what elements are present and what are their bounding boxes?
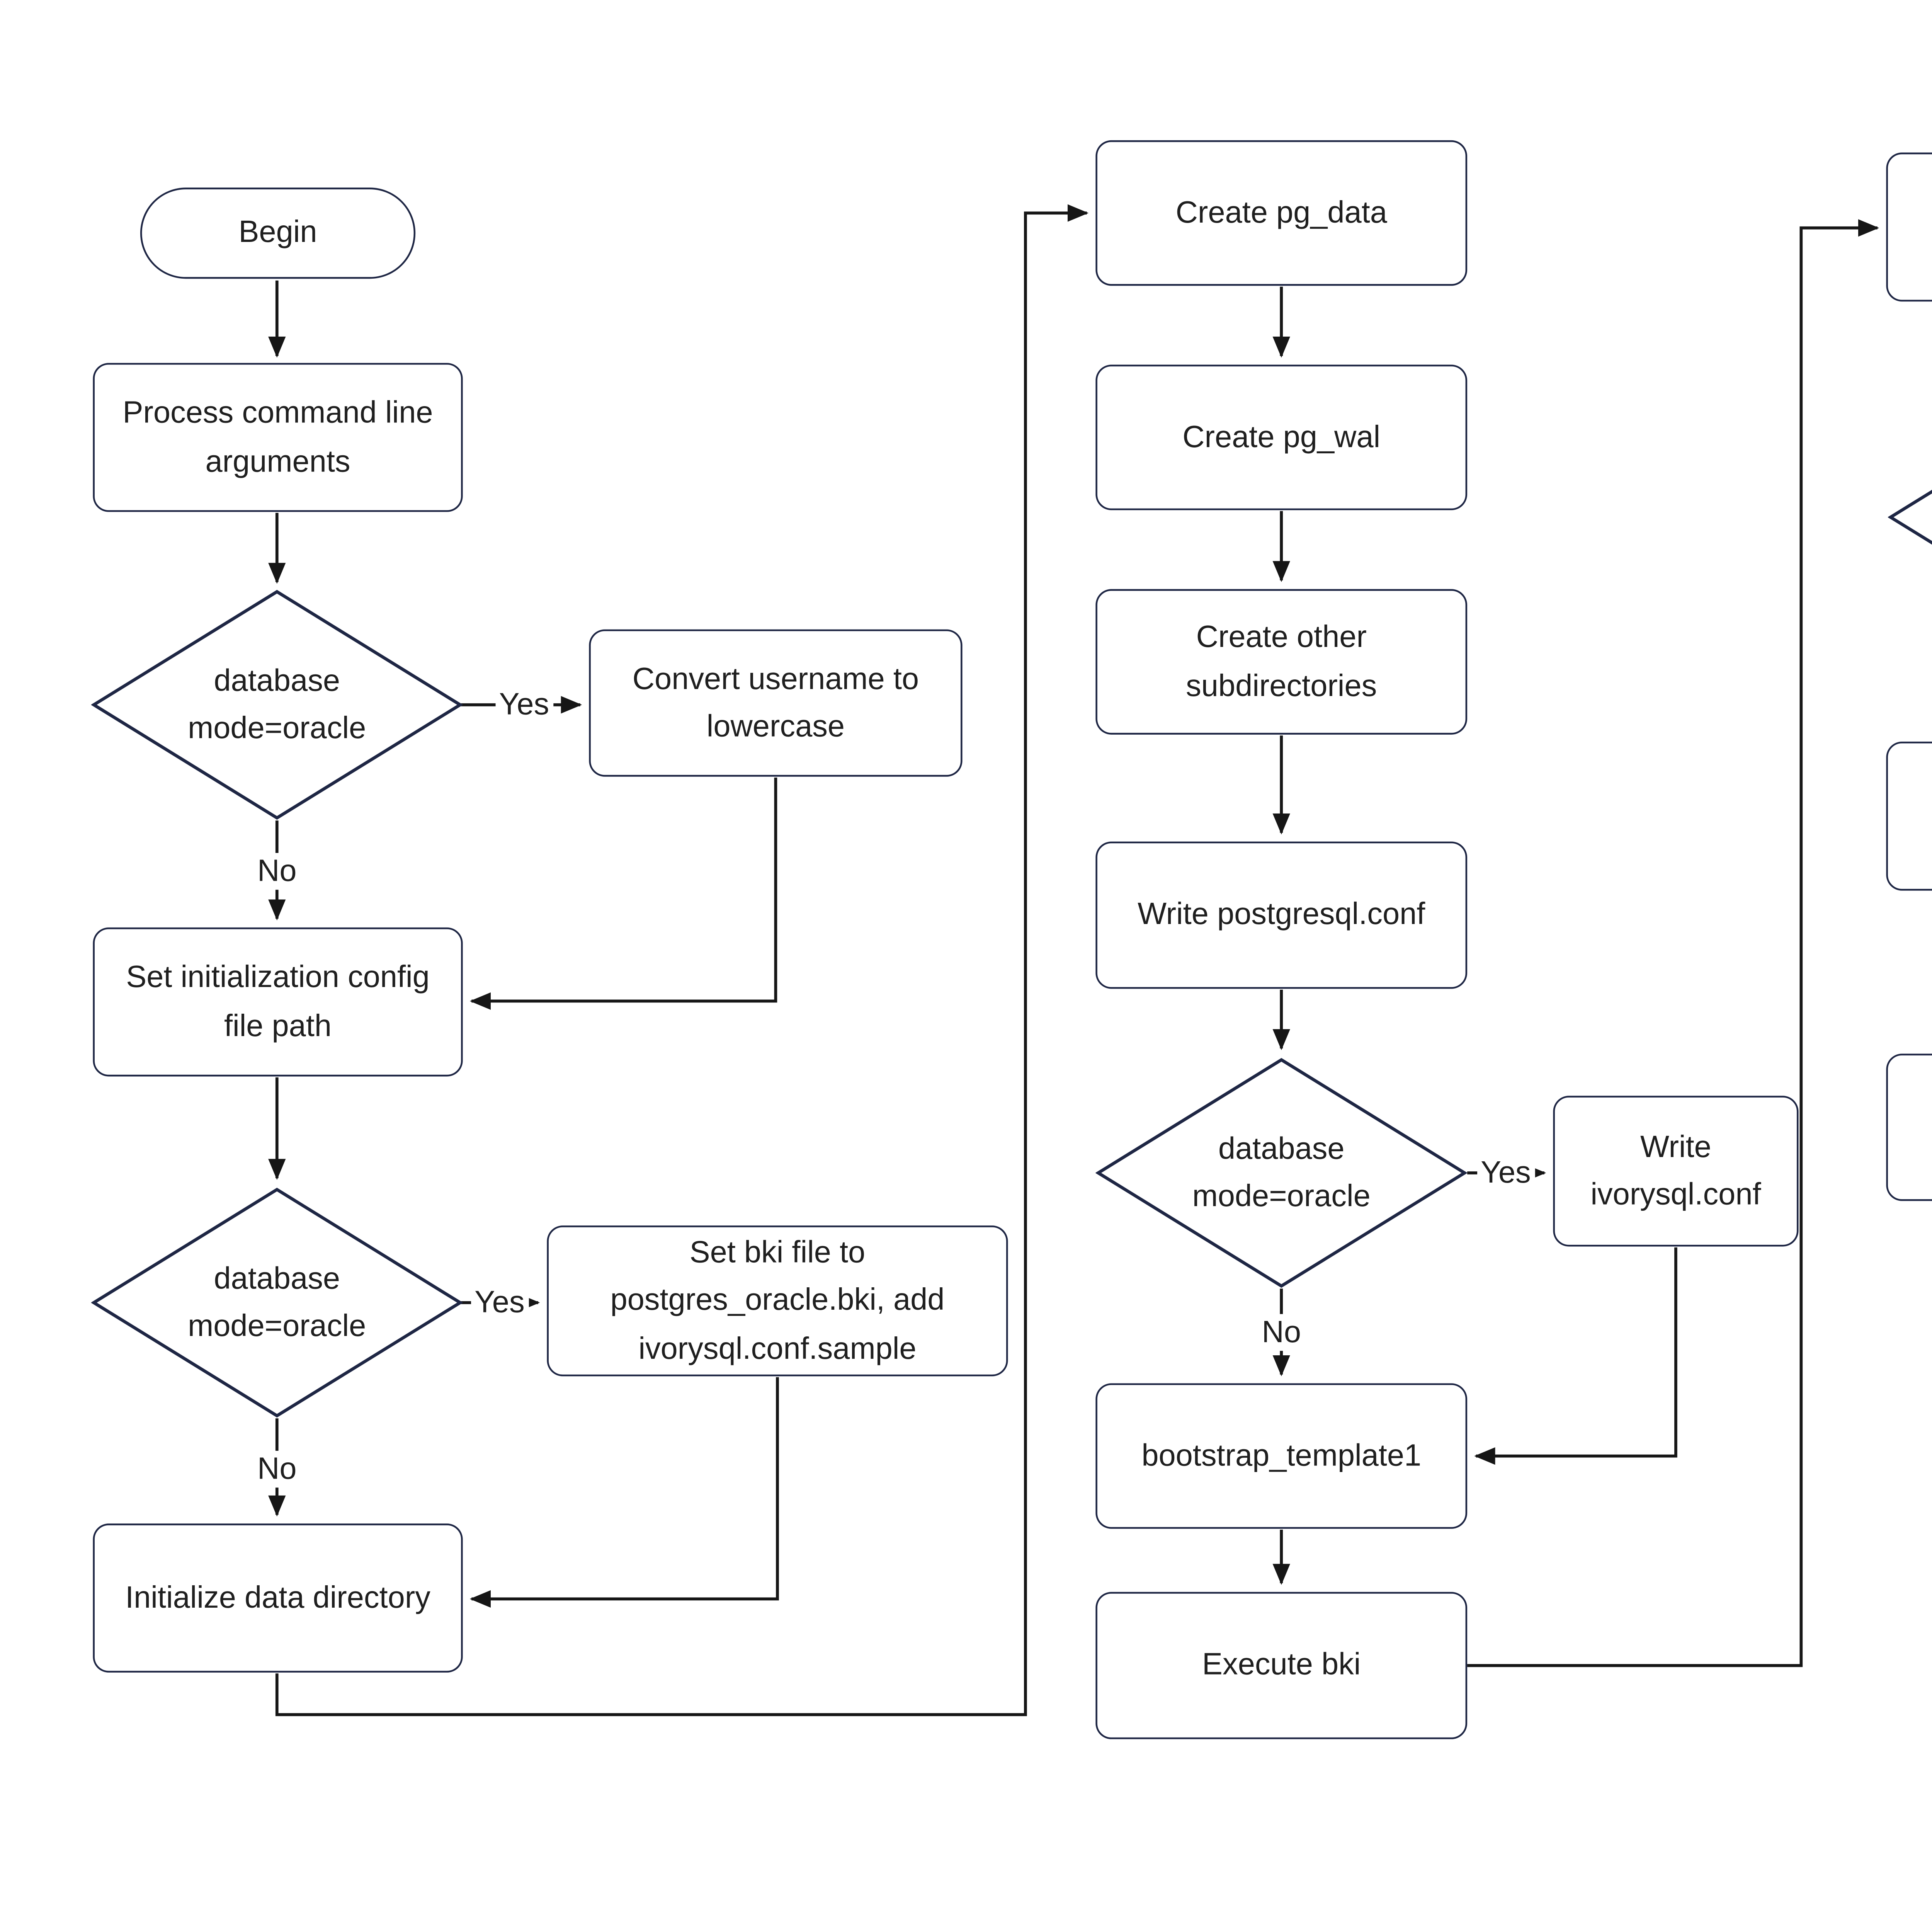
node-process-command-line-arguments: Process command line arguments <box>93 363 463 512</box>
edge-label-yes-3: Yes <box>1477 1154 1534 1191</box>
node-decision-database-mode-oracle-1: database mode=oracle <box>91 589 463 820</box>
node-create-other-subdirectories: Create other subdirectories <box>1095 589 1468 735</box>
diamond-icon <box>1095 1058 1468 1288</box>
node-load-template0-databases: Load template0, postgres, ivorysql datab… <box>1886 741 1932 891</box>
node-decision-database-mode-oracle-3: database mode=oracle <box>1095 1057 1468 1289</box>
diamond-icon <box>1888 490 1932 545</box>
edge-convert-to-set-init-config <box>469 777 777 1010</box>
node-create-pg-data: Create pg_data <box>1095 140 1468 286</box>
node-execute-bki: Execute bki <box>1095 1592 1468 1739</box>
node-label: Initialize database objects <box>1898 179 1932 274</box>
node-create-pg-wal: Create pg_wal <box>1095 364 1468 511</box>
node-write-ivorysql-conf: Write ivorysql.conf <box>1553 1096 1799 1247</box>
node-label: Write ivorysql.conf <box>1590 1129 1761 1212</box>
node-label: database mode=oracle <box>188 662 366 745</box>
node-label: Begin <box>238 214 317 250</box>
node-label: Write postgresql.conf <box>1138 897 1425 932</box>
node-label: database mode=oracle <box>1192 1130 1371 1213</box>
edge-label-no-1: No <box>253 853 300 890</box>
node-label: Create other subdirectories <box>1186 619 1377 702</box>
node-label: Execute bki <box>1202 1647 1361 1682</box>
edge-execute-bki-to-init-db-objects <box>1467 219 1879 1667</box>
node-label: Initialize data directory <box>125 1579 431 1615</box>
node-convert-username-to-lowercase: Convert username to lowercase <box>589 629 963 777</box>
edge-write-ivorysql-conf-to-bootstrap-template1 <box>1474 1247 1677 1465</box>
node-bootstrap-template1: bootstrap_template1 <box>1095 1383 1468 1529</box>
edge-init-data-dir-to-create-pg-data <box>275 204 1089 1716</box>
node-label: Print completion message <box>1898 1080 1932 1175</box>
node-label: Set initialization config file path <box>126 960 430 1043</box>
node-print-completion-message: Print completion message <box>1886 1053 1932 1201</box>
node-label: bootstrap_template1 <box>1141 1437 1422 1473</box>
node-label: database mode=oracle <box>188 1260 366 1343</box>
node-decision-database-mode-oracle-2: database mode=oracle <box>91 1187 463 1418</box>
edge-label-yes-1: Yes <box>495 686 553 723</box>
node-label: Process command line arguments <box>122 395 433 478</box>
node-write-postgresql-conf: Write postgresql.conf <box>1095 841 1468 989</box>
node-label: Set bki file to postgres_oracle.bki, add… <box>610 1235 945 1365</box>
node-set-bki-file: Set bki file to postgres_oracle.bki, add… <box>547 1225 1008 1377</box>
edge-label-yes-2: Yes <box>471 1284 528 1321</box>
diamond-icon <box>91 1188 463 1418</box>
edge-label-no-3: No <box>1258 1314 1305 1351</box>
node-label: Convert username to lowercase <box>632 660 919 744</box>
node-initialize-data-directory: Initialize data directory <box>93 1523 463 1673</box>
node-initialize-database-objects: Initialize database objects <box>1886 152 1932 302</box>
edge-set-bki-to-init-data-dir <box>469 1377 779 1608</box>
diamond-icon <box>91 590 463 820</box>
node-begin: Begin <box>140 187 416 279</box>
node-decision-database-mode-oracle-4: database mode=oracle <box>1888 402 1932 633</box>
edge-label-no-2: No <box>253 1451 300 1488</box>
node-set-initialization-config-file-path: Set initialization config file path <box>93 927 463 1077</box>
node-label: Load template0, postgres, ivorysql datab… <box>1898 745 1932 887</box>
node-label: Create pg_wal <box>1182 419 1381 454</box>
node-label: Create pg_data <box>1175 194 1387 230</box>
